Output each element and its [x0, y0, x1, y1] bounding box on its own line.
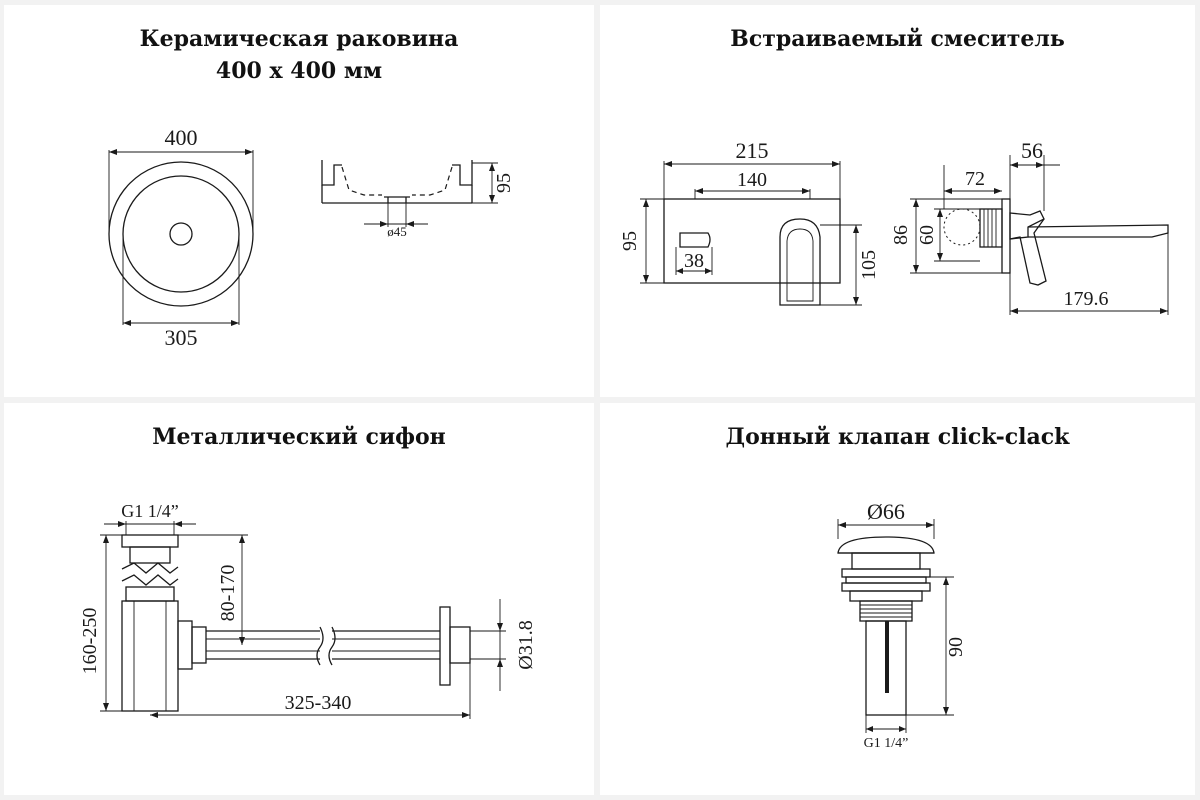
mixer-dim-72: 72: [965, 168, 985, 190]
valve-drawing: Ø66 90 G1 1/4”: [837, 499, 967, 751]
sink-dim-400: 400: [165, 125, 198, 150]
siphon-dim-160-250: 160-250: [79, 608, 101, 675]
mixer-dim-38: 38: [684, 250, 704, 272]
valve-body: [837, 519, 954, 733]
mixer-title: Встраиваемый смеситель: [730, 26, 1065, 52]
siphon-drawing: G1 1/4” 160-250 80-170 325-340 Ø31.8: [79, 501, 537, 719]
sink-title: Керамическая раковина 400 х 400 мм: [4, 23, 594, 87]
mixer-dim-86: 86: [890, 225, 912, 245]
sink-dim-305: 305: [165, 325, 198, 350]
valve-dim-thread: G1 1/4”: [864, 736, 909, 751]
panel-mixer: Встраиваемый смеситель: [600, 5, 1195, 397]
mixer-dim-179-6: 179.6: [1064, 288, 1109, 310]
mixer-dim-140: 140: [737, 169, 767, 191]
sink-dim-drain: ø45: [387, 224, 407, 239]
valve-dim-66: Ø66: [867, 499, 905, 524]
sink-drawing: 400 305: [108, 125, 515, 350]
siphon-dim-325-340: 325-340: [285, 692, 352, 714]
siphon-dim-thread: G1 1/4”: [121, 501, 179, 521]
mixer-dim-215: 215: [736, 138, 769, 163]
valve-dim-90: 90: [945, 637, 967, 657]
siphon-body: [100, 521, 506, 719]
siphon-dim-80-170: 80-170: [217, 565, 239, 622]
mixer-dim-60: 60: [916, 225, 938, 245]
mixer-dim-56: 56: [1021, 138, 1043, 163]
panel-valve: Донный клапан click-clack: [600, 403, 1195, 795]
valve-title: Донный клапан click-clack: [725, 424, 1070, 450]
panel-siphon: Металлический сифон: [4, 403, 594, 795]
mixer-side-view: [910, 155, 1169, 315]
sink-title-line1: Керамическая раковина: [139, 26, 459, 52]
mixer-dim-95: 95: [619, 231, 641, 251]
mixer-drawing: 215 140 95 38 105: [619, 138, 1169, 315]
siphon-dim-diameter: Ø31.8: [515, 620, 537, 669]
sink-title-line2: 400 х 400 мм: [215, 58, 383, 84]
siphon-title: Металлический сифон: [152, 424, 446, 450]
panel-sink: Керамическая раковина 400 х 400 мм: [4, 5, 594, 397]
sink-dim-95: 95: [493, 173, 515, 193]
mixer-front-view: [640, 161, 862, 306]
sink-side-view: [321, 160, 498, 227]
sink-top-view: [108, 149, 254, 326]
mixer-dim-105: 105: [858, 250, 880, 280]
